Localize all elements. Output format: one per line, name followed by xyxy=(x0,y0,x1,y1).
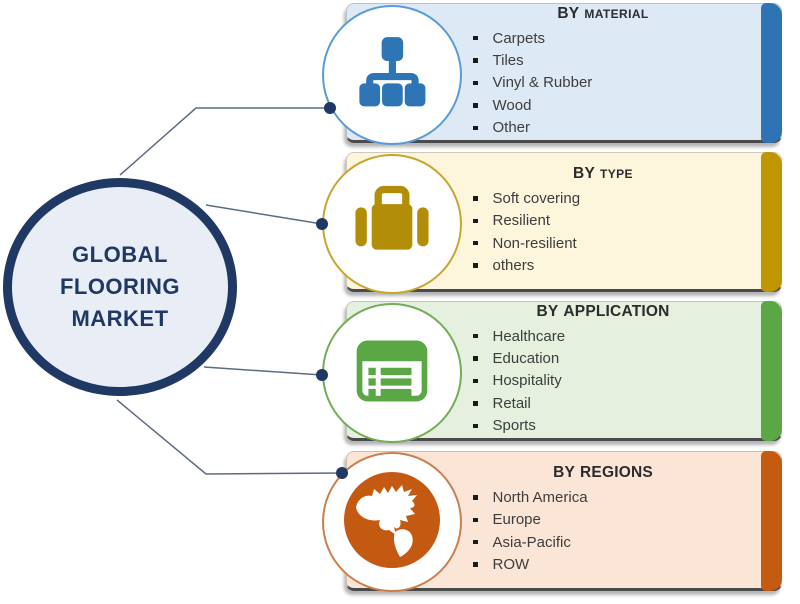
list-item: Carpets xyxy=(459,27,747,49)
list-item: Asia-Pacific xyxy=(459,531,747,553)
title-line: FLOORING xyxy=(59,274,181,299)
title-line: GLOBAL xyxy=(72,242,168,267)
list-item: North America xyxy=(459,486,747,508)
list-item-label: Europe xyxy=(492,511,541,529)
list-item-label: Healthcare xyxy=(492,327,566,345)
list-item: Europe xyxy=(459,509,747,531)
bullet-square-icon xyxy=(473,378,478,384)
bullet-square-icon xyxy=(473,196,478,201)
list-item-label: Soft covering xyxy=(492,189,581,207)
list-item-label: Non-resilient xyxy=(492,234,577,252)
list-item-label: Sports xyxy=(492,417,536,435)
list-item-label: Wood xyxy=(492,96,532,114)
list-item-label: Carpets xyxy=(492,29,546,47)
bullet-square-icon xyxy=(473,103,478,108)
regions-icon-circle xyxy=(322,452,462,592)
bullet-square-icon xyxy=(473,80,478,86)
accent-bar xyxy=(761,451,782,591)
list-item: Vinyl & Rubber xyxy=(459,72,747,94)
title-prefix: BY xyxy=(553,464,576,482)
accent-bar xyxy=(761,3,782,143)
title-rest: APPLICATION xyxy=(563,303,670,321)
connector-regions xyxy=(116,399,343,475)
accent-bar xyxy=(761,152,782,292)
bullet-square-icon xyxy=(473,401,478,406)
panel-title: BY TYPE xyxy=(459,165,747,183)
title-line: MARKET xyxy=(71,306,169,331)
list-item-label: Other xyxy=(492,119,531,137)
list-item-label: Education xyxy=(492,350,560,368)
list-item: Sports xyxy=(459,415,747,437)
list-item: Healthcare xyxy=(459,325,747,347)
list-icon xyxy=(352,332,432,415)
bullet-square-icon xyxy=(473,263,478,268)
title-prefix: BY xyxy=(573,165,595,183)
bullet-square-icon xyxy=(473,423,478,429)
title-prefix: BY xyxy=(557,5,580,23)
bullet-square-icon xyxy=(473,562,478,567)
list-item-label: Asia-Pacific xyxy=(492,533,571,551)
list-item-label: others xyxy=(492,257,535,275)
type-icon-circle xyxy=(322,154,462,294)
title-rest: REGIONS xyxy=(580,464,653,482)
bullet-square-icon xyxy=(473,240,478,246)
list-item-label: North America xyxy=(492,488,588,506)
central-market-circle: GLOBAL FLOORING MARKET xyxy=(3,178,237,396)
title-rest: TYPE xyxy=(599,167,633,182)
application-icon-circle xyxy=(322,303,462,443)
list-item: Education xyxy=(459,347,747,369)
bullet-square-icon xyxy=(473,495,478,500)
sitemap-icon xyxy=(353,34,431,117)
title-rest: MATERIAL xyxy=(584,7,649,22)
list-item: Retail xyxy=(459,392,747,414)
list-item-label: ROW xyxy=(492,556,530,574)
list-item-label: Resilient xyxy=(492,212,551,230)
list-item: others xyxy=(459,254,747,276)
bullet-square-icon xyxy=(473,35,478,41)
list-item: Tiles xyxy=(459,49,747,71)
list-item-label: Tiles xyxy=(492,52,524,70)
bullet-square-icon xyxy=(473,517,478,523)
list-item: Resilient xyxy=(459,210,747,232)
list-item: Other xyxy=(459,117,747,139)
connector-application xyxy=(203,366,323,376)
briefcase-icon xyxy=(352,183,432,266)
list-item: Soft covering xyxy=(459,187,747,209)
diagram-title: GLOBAL FLOORING MARKET xyxy=(60,239,180,335)
globe-icon xyxy=(342,470,442,575)
list-item: Non-resilient xyxy=(459,232,747,254)
list-item-label: Vinyl & Rubber xyxy=(492,74,593,92)
list-item: Wood xyxy=(459,94,747,116)
title-prefix: BY xyxy=(536,303,559,321)
bullet-square-icon xyxy=(473,356,478,361)
bullet-square-icon xyxy=(473,218,478,224)
list-item-label: Retail xyxy=(492,394,531,412)
bullet-square-icon xyxy=(473,58,478,63)
bullet-square-icon xyxy=(473,333,478,339)
material-icon-circle xyxy=(322,5,462,145)
bullet-square-icon xyxy=(473,125,478,131)
panel-title: BY MATERIAL xyxy=(459,5,747,23)
bullet-square-icon xyxy=(473,539,478,545)
list-item-label: Hospitality xyxy=(492,372,562,390)
accent-bar xyxy=(761,301,782,441)
connector-type xyxy=(205,204,323,225)
list-item: ROW xyxy=(459,553,747,575)
list-item: Hospitality xyxy=(459,370,747,392)
connector-material xyxy=(119,107,330,176)
